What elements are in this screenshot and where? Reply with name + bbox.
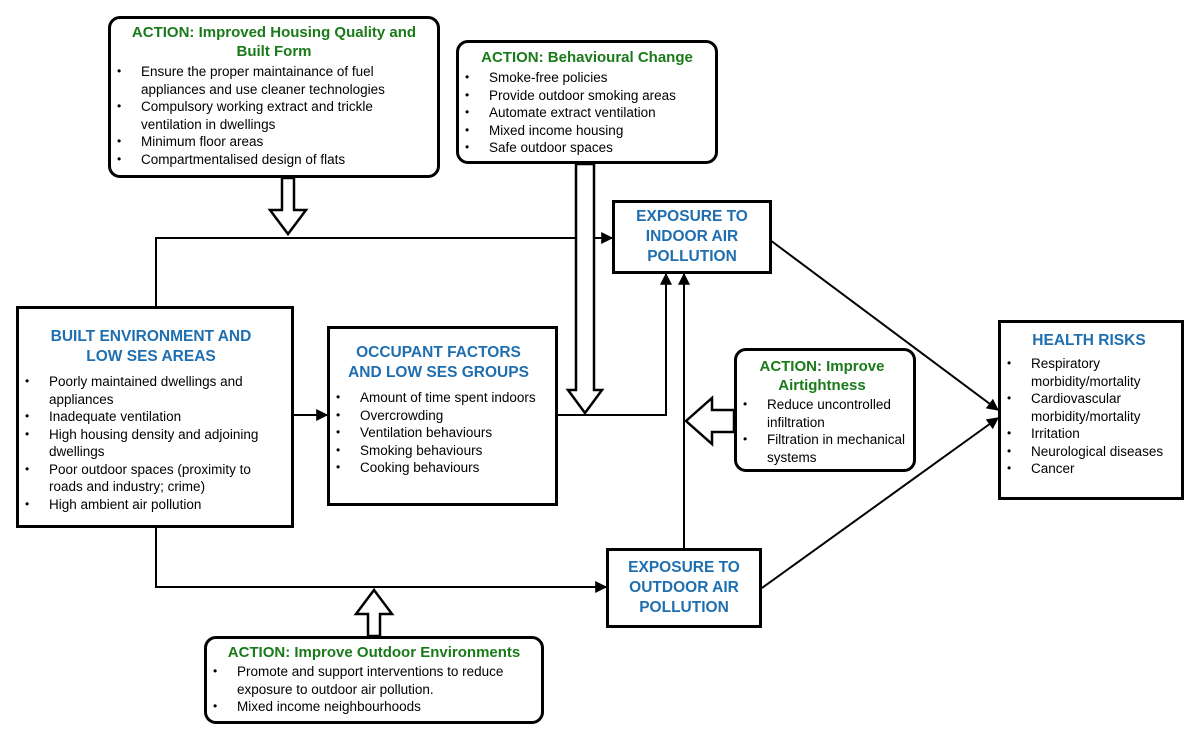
built-environment-box: BUILT ENVIRONMENT AND LOW SES AREAS Poor…	[16, 306, 294, 528]
connector-built-to-indoor	[155, 232, 614, 306]
list-item: Compartmentalised design of flats	[111, 151, 429, 169]
list-item: Smoking behaviours	[330, 442, 547, 460]
occupant-factors-title: OCCUPANT FACTORS AND LOW SES GROUPS	[348, 344, 529, 381]
occupant-factors-list: Amount of time spent indoors Overcrowdin…	[330, 389, 547, 477]
list-item: Inadequate ventilation	[19, 408, 283, 426]
list-item: Neurological diseases	[1001, 443, 1177, 461]
list-item: Amount of time spent indoors	[330, 389, 547, 407]
health-risks-title: HEALTH RISKS	[1032, 332, 1146, 349]
connector-outdoor-to-health	[761, 417, 999, 589]
list-item: Cooking behaviours	[330, 459, 547, 477]
airtightness-action-list: Reduce uncontrolled infiltration Filtrat…	[737, 396, 907, 466]
list-item: Cancer	[1001, 460, 1177, 478]
housing-action-box: ACTION: Improved Housing Quality and Bui…	[108, 16, 440, 178]
built-environment-list: Poorly maintained dwellings and applianc…	[19, 373, 283, 513]
outdoor-exposure-box: EXPOSURE TO OUTDOOR AIR POLLUTION	[606, 548, 762, 628]
block-arrow-behaviour-down	[565, 162, 605, 416]
list-item: Reduce uncontrolled infiltration	[737, 396, 907, 431]
list-item: Respiratory morbidity/mortality	[1001, 355, 1177, 390]
block-arrow-housing-down	[267, 176, 309, 237]
connector-built-to-outdoor	[155, 528, 608, 593]
list-item: Ensure the proper maintainance of fuel a…	[111, 63, 429, 98]
outdoor-exposure-title: EXPOSURE TO OUTDOOR AIR POLLUTION	[628, 559, 740, 616]
list-item: High housing density and adjoining dwell…	[19, 426, 283, 461]
health-risks-list: Respiratory morbidity/mortality Cardiova…	[1001, 355, 1177, 478]
list-item: Promote and support interventions to red…	[207, 663, 535, 698]
list-item: Minimum floor areas	[111, 133, 429, 151]
list-item: Compulsory working extract and trickle v…	[111, 98, 429, 133]
airtightness-action-title: ACTION: Improve Airtightness	[759, 358, 885, 394]
outdoor-environments-action-box: ACTION: Improve Outdoor Environments Pro…	[204, 636, 544, 724]
list-item: Irritation	[1001, 425, 1177, 443]
housing-action-list: Ensure the proper maintainance of fuel a…	[111, 63, 429, 168]
list-item: Filtration in mechanical systems	[737, 431, 907, 466]
connector-indoor-to-health	[769, 239, 999, 411]
behaviour-action-title: ACTION: Behavioural Change	[481, 49, 693, 66]
list-item: High ambient air pollution	[19, 496, 283, 514]
list-item: Poorly maintained dwellings and applianc…	[19, 373, 283, 408]
connector-occupant-to-indoor	[558, 272, 672, 416]
list-item: Mixed income housing	[459, 122, 709, 140]
list-item: Automate extract ventilation	[459, 104, 709, 122]
list-item: Overcrowding	[330, 407, 547, 425]
list-item: Cardiovascular morbidity/mortality	[1001, 390, 1177, 425]
housing-action-title: ACTION: Improved Housing Quality and Bui…	[131, 24, 417, 60]
outdoor-environments-action-list: Promote and support interventions to red…	[207, 663, 535, 716]
built-environment-title: BUILT ENVIRONMENT AND LOW SES AREAS	[50, 328, 252, 365]
behaviour-action-box: ACTION: Behavioural Change Smoke-free po…	[456, 40, 718, 164]
occupant-factors-box: OCCUPANT FACTORS AND LOW SES GROUPS Amou…	[327, 326, 558, 506]
outdoor-environments-action-title: ACTION: Improve Outdoor Environments	[227, 644, 521, 661]
indoor-exposure-box: EXPOSURE TO INDOOR AIR POLLUTION	[612, 200, 772, 274]
airtightness-action-box: ACTION: Improve Airtightness Reduce unco…	[734, 348, 916, 472]
indoor-exposure-title: EXPOSURE TO INDOOR AIR POLLUTION	[636, 208, 748, 265]
list-item: Provide outdoor smoking areas	[459, 87, 709, 105]
list-item: Ventilation behaviours	[330, 424, 547, 442]
block-arrow-airtight-left	[684, 395, 736, 447]
list-item: Safe outdoor spaces	[459, 139, 709, 157]
behaviour-action-list: Smoke-free policies Provide outdoor smok…	[459, 69, 709, 157]
health-risks-box: HEALTH RISKS Respiratory morbidity/morta…	[998, 320, 1184, 500]
block-arrow-outdoor-env-up	[353, 587, 395, 638]
list-item: Poor outdoor spaces (proximity to roads …	[19, 461, 283, 496]
list-item: Smoke-free policies	[459, 69, 709, 87]
list-item: Mixed income neighbourhoods	[207, 698, 535, 716]
